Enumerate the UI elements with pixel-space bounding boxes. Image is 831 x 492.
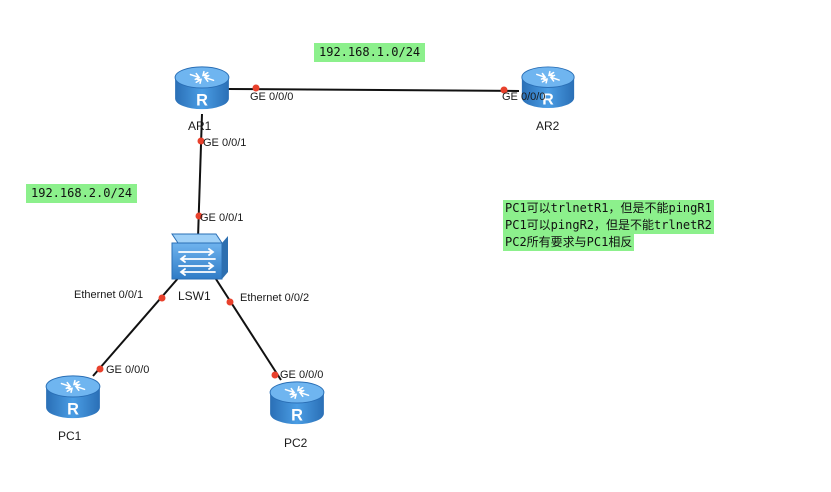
port-dot-ar2-ge000[interactable]	[500, 86, 508, 94]
switch-icon	[171, 233, 228, 280]
device-label-ar1: AR1	[188, 119, 212, 133]
router-icon	[45, 375, 101, 420]
port-label-ar2-ge000: GE 0/0/0	[502, 91, 546, 103]
router-icon	[269, 381, 325, 426]
router-icon	[174, 66, 230, 111]
device-label-lsw1: LSW1	[178, 289, 211, 303]
port-label-lsw1-ge001: GE 0/0/1	[200, 212, 244, 224]
port-label-lsw1-eth002: Ethernet 0/0/2	[240, 292, 310, 304]
link-lsw1-pc2[interactable]	[213, 275, 282, 381]
port-label-ar1-ge000: GE 0/0/0	[250, 91, 294, 103]
note-line: PC1可以trlnetR1，但是不能pingR1	[503, 200, 714, 217]
link-ar1-ar2[interactable]	[227, 88, 520, 92]
note-line: PC2所有要求与PC1相反	[503, 234, 635, 251]
device-pc2[interactable]	[269, 381, 325, 426]
device-label-pc2: PC2	[284, 436, 308, 450]
device-label-pc1: PC1	[58, 429, 82, 443]
port-dot-pc1-ge000[interactable]	[96, 365, 104, 373]
port-dot-pc2-ge000[interactable]	[271, 371, 279, 379]
device-pc1[interactable]	[45, 375, 101, 420]
port-dots	[96, 84, 508, 379]
subnet-label-net1: 192.168.1.0/24	[314, 43, 426, 62]
port-dot-lsw1-eth002[interactable]	[226, 298, 234, 306]
links	[92, 88, 520, 381]
router-ar1[interactable]	[174, 66, 230, 111]
note-line: PC1可以pingR2，但是不能trlnetR2	[503, 217, 714, 234]
link-lsw1-pc1[interactable]	[92, 275, 181, 377]
subnet-label-net2: 192.168.2.0/24	[26, 184, 138, 203]
port-dot-ar1-ge001[interactable]	[197, 137, 205, 145]
port-dot-lsw1-eth001[interactable]	[158, 294, 166, 302]
port-label-ar1-ge001: GE 0/0/1	[203, 137, 247, 149]
device-label-ar2: AR2	[536, 119, 560, 133]
requirements-note: PC1可以trlnetR1，但是不能pingR1 PC1可以pingR2，但是不…	[503, 200, 714, 251]
port-label-lsw1-eth001: Ethernet 0/0/1	[74, 289, 144, 301]
port-dot-lsw1-ge001[interactable]	[195, 212, 203, 220]
port-label-pc2-ge000: GE 0/0/0	[280, 369, 324, 381]
port-dot-ar1-ge000[interactable]	[252, 84, 260, 92]
switch-lsw1[interactable]	[171, 233, 228, 280]
port-label-pc1-ge000: GE 0/0/0	[106, 364, 150, 376]
